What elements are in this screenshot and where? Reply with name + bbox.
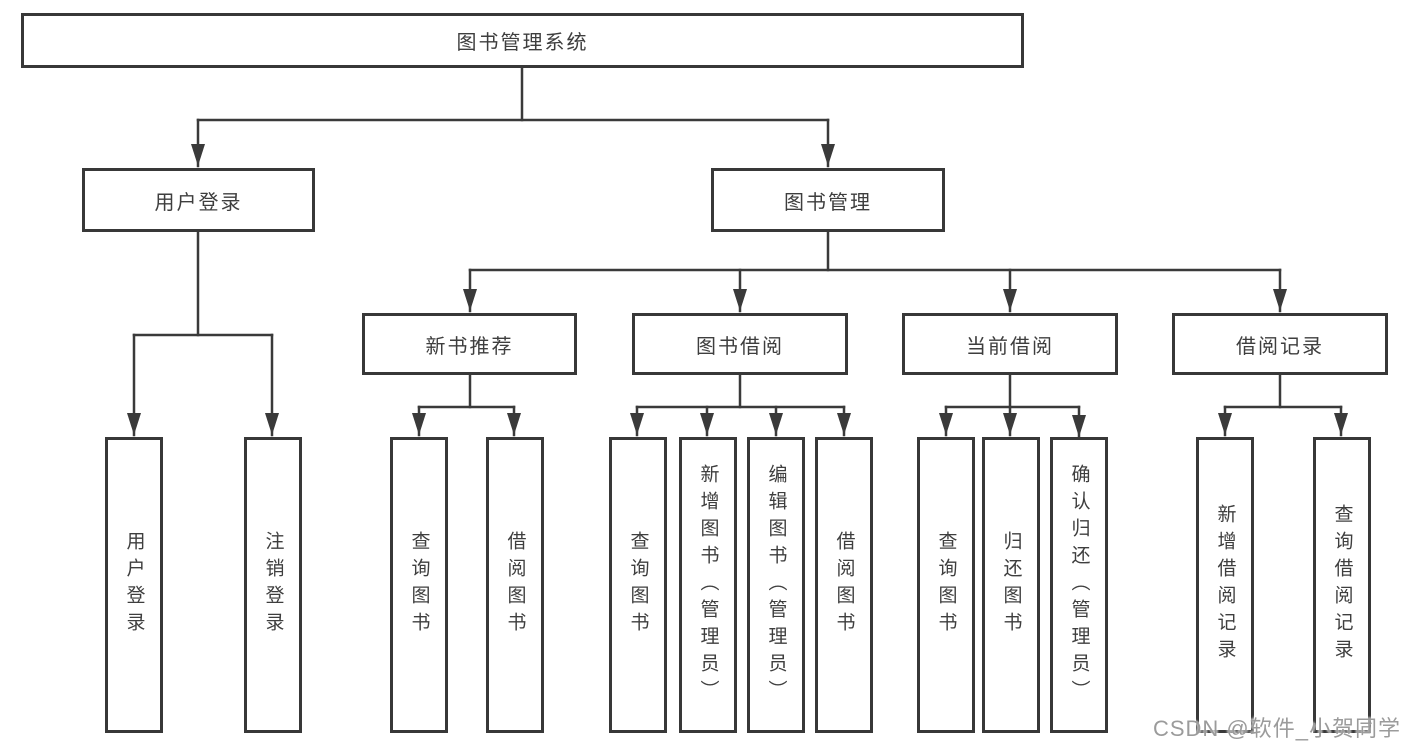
node-label: 查询借阅记录 [1331, 504, 1353, 666]
node-add-borrow-record: 新增借阅记录 [1196, 437, 1254, 733]
node-label: 借阅图书 [504, 531, 526, 639]
node-current-borrowing: 当前借阅 [902, 313, 1118, 375]
node-leaf-logout: 注销登录 [244, 437, 302, 733]
node-label: 新增借阅记录 [1214, 504, 1236, 666]
node-borrow-books-recommend: 借阅图书 [486, 437, 544, 733]
edge-borrow-records-to-leaves [1218, 373, 1348, 437]
node-query-books-borrowing: 查询图书 [609, 437, 667, 733]
node-edit-book-admin: 编辑图书（管理员） [747, 437, 805, 733]
node-label: 查询图书 [408, 531, 430, 639]
node-label: 新书推荐 [425, 335, 514, 358]
edge-new-book-rec-to-leaves [412, 373, 521, 437]
node-leaf-user-login: 用户登录 [105, 437, 163, 733]
node-label: 借阅记录 [1236, 335, 1324, 358]
node-query-borrow-record: 查询借阅记录 [1313, 437, 1371, 733]
edge-current-borrow-to-leaves [939, 373, 1086, 439]
node-label: 编辑图书（管理员） [765, 463, 787, 707]
edge-book-borrow-to-leaves [630, 373, 851, 437]
node-label: 用户登录 [123, 531, 145, 639]
node-borrowing-records: 借阅记录 [1172, 313, 1388, 375]
node-book-borrowing: 图书借阅 [632, 313, 848, 375]
edge-book-mgmt-to-level3 [463, 230, 1287, 313]
edge-root-to-level2 [191, 66, 835, 168]
node-confirm-return-admin: 确认归还（管理员） [1050, 437, 1108, 733]
node-return-books: 归还图书 [982, 437, 1040, 733]
node-label: 新增图书（管理员） [697, 463, 719, 707]
node-library-management-system: 图书管理系统 [21, 13, 1024, 68]
node-user-login-group: 用户登录 [82, 168, 315, 232]
node-label: 图书借阅 [696, 335, 784, 358]
csdn-watermark: CSDN @软件_小贺同学 [1152, 716, 1401, 741]
node-label: 注销登录 [262, 531, 284, 639]
node-label: 确认归还（管理员） [1068, 463, 1090, 707]
node-label: 图书管理系统 [456, 32, 589, 54]
node-label: 借阅图书 [833, 531, 855, 639]
node-new-book-recommendation: 新书推荐 [362, 313, 577, 375]
node-label: 归还图书 [1000, 531, 1022, 639]
node-label: 查询图书 [935, 531, 957, 639]
node-book-management: 图书管理 [711, 168, 945, 232]
node-add-book-admin: 新增图书（管理员） [679, 437, 737, 733]
node-borrow-books-borrowing: 借阅图书 [815, 437, 873, 733]
node-query-books-recommend: 查询图书 [390, 437, 448, 733]
node-label: 查询图书 [627, 531, 649, 639]
node-label: 用户登录 [154, 191, 243, 214]
node-label: 当前借阅 [966, 335, 1054, 358]
edge-user-login-to-leaves [127, 230, 279, 437]
node-query-books-current: 查询图书 [917, 437, 975, 733]
node-label: 图书管理 [784, 191, 872, 214]
